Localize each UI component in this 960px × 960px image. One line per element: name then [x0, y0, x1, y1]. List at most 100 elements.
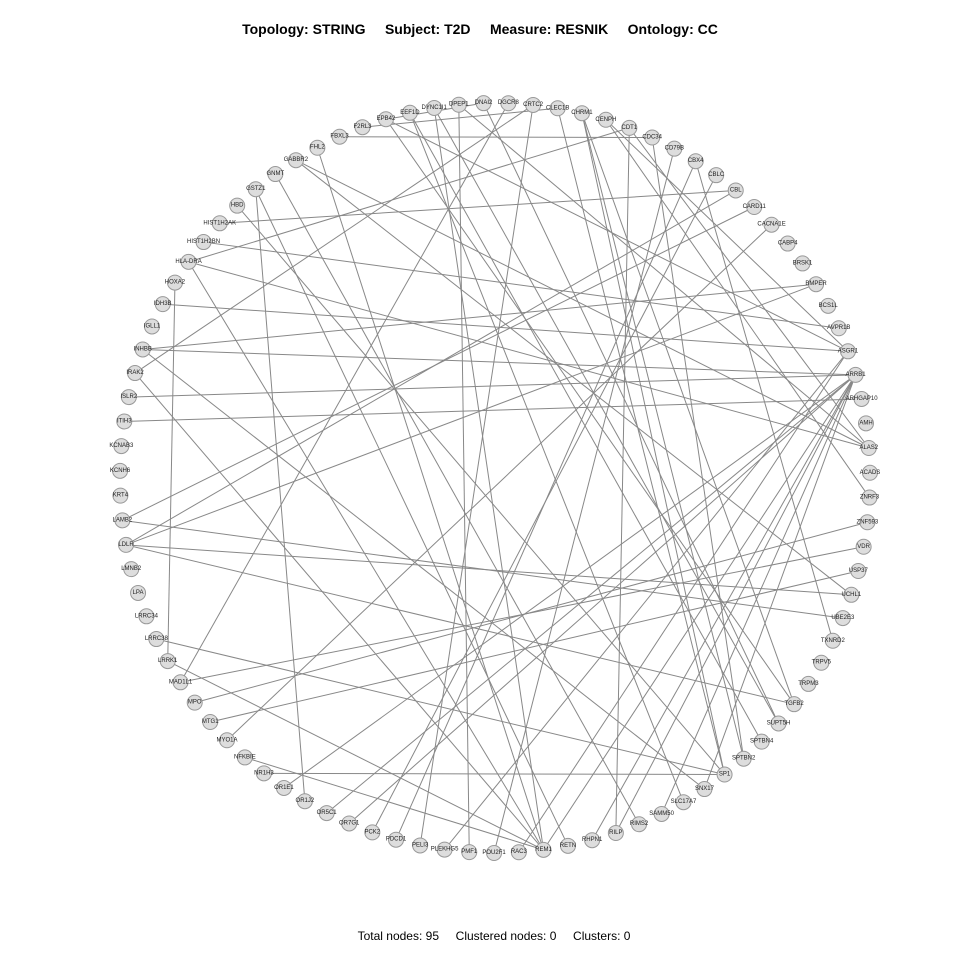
node-dync1i1[interactable]: DYNC1I1 [422, 99, 448, 116]
node-tgfb2[interactable]: TGFB2 [784, 696, 804, 713]
node-avpr1b[interactable]: AVPR1B [827, 320, 850, 337]
node-epb42[interactable]: EPB42 [377, 111, 396, 128]
node-hoxa2[interactable]: HOXA2 [165, 274, 186, 291]
node-supt5h[interactable]: SUPT5H [767, 715, 791, 732]
node-circle [808, 276, 825, 293]
node-rilp[interactable]: RILP [607, 824, 624, 841]
node-lmnb2[interactable]: LMNB2 [121, 561, 142, 578]
node-islr2[interactable]: ISLR2 [120, 389, 138, 406]
node-or7g1[interactable]: OR7G1 [339, 815, 360, 832]
node-sptbn2[interactable]: SPTBN2 [732, 750, 756, 767]
node-cd79b[interactable]: CD79B [665, 140, 684, 157]
node-or5c1[interactable]: OR5C1 [317, 805, 338, 822]
node-or1j2[interactable]: OR1J2 [296, 793, 315, 810]
node-clec1b[interactable]: CLEC1B [546, 100, 569, 117]
node-nfkbie[interactable]: NFKBIE [234, 749, 256, 766]
node-itih3[interactable]: ITIH3 [116, 413, 133, 430]
node-trpm3[interactable]: TRPM3 [798, 675, 819, 692]
node-pmf1[interactable]: PMF1 [461, 844, 478, 861]
node-txnrd2[interactable]: TXNRD2 [821, 632, 846, 649]
node-inhbb[interactable]: INHBB [134, 341, 152, 358]
node-alas2[interactable]: ALAS2 [859, 439, 879, 456]
node-ube2e3[interactable]: UBE2E3 [831, 610, 855, 627]
node-cdc34[interactable]: CDC34 [642, 129, 663, 146]
node-bcs1l[interactable]: BCS1L [819, 297, 839, 314]
node-snx17[interactable]: SNX17 [695, 781, 715, 798]
node-pou2f1[interactable]: POU2F1 [482, 844, 506, 861]
node-mad1l1[interactable]: MAD1L1 [169, 674, 193, 691]
node-irak2[interactable]: IRAK2 [126, 365, 144, 382]
node-znrf3[interactable]: ZNRF3 [860, 489, 880, 506]
node-sptbn4[interactable]: SPTBN4 [750, 733, 774, 750]
node-ldlr[interactable]: LDLR [118, 536, 134, 553]
node-rac3[interactable]: RAC3 [511, 844, 528, 861]
node-lrrc34[interactable]: LRRC34 [135, 608, 159, 625]
node-nr1h3[interactable]: NR1H3 [254, 765, 274, 782]
node-cacna1e[interactable]: CACNA1E [757, 216, 786, 233]
node-pdcd1[interactable]: PDCD1 [386, 831, 407, 848]
node-hist1h2bn[interactable]: HIST1H2BN [187, 234, 220, 251]
node-label: GABBR2 [284, 157, 309, 163]
node-myo1a[interactable]: MYO1A [216, 732, 237, 749]
node-acads[interactable]: ACADS [860, 464, 881, 481]
node-gabbr2[interactable]: GABBR2 [284, 152, 309, 169]
node-kcnab3[interactable]: KCNAB3 [109, 438, 134, 455]
node-cbl[interactable]: CBL [727, 182, 744, 199]
node-dnai2[interactable]: DNAI2 [475, 95, 493, 112]
node-idh3b[interactable]: IDH3B [154, 296, 172, 313]
node-samm50[interactable]: SAMM50 [649, 805, 675, 822]
node-crtc2[interactable]: CRTC2 [523, 96, 544, 113]
node-retn[interactable]: RETN [560, 837, 576, 854]
node-lpa[interactable]: LPA [130, 584, 147, 601]
node-mpo[interactable]: MPO [186, 694, 203, 711]
node-uchl1[interactable]: UCHL1 [842, 586, 862, 603]
node-arhgap10[interactable]: ARHGAP10 [846, 390, 879, 407]
node-mtg1[interactable]: MTG1 [202, 713, 219, 730]
node-krt4[interactable]: KRT4 [112, 487, 129, 504]
node-znf593[interactable]: ZNF593 [857, 514, 879, 531]
node-cenph[interactable]: CENPH [595, 111, 616, 128]
node-plekhg5[interactable]: PLEKHG5 [431, 841, 459, 858]
node-fbxl3[interactable]: FBXL3 [330, 128, 349, 145]
node-chrm1[interactable]: CHRM1 [571, 105, 593, 122]
node-trpv5[interactable]: TRPV5 [812, 654, 832, 671]
node-pck2[interactable]: PCK2 [364, 824, 381, 841]
node-kcnh6[interactable]: KCNH6 [110, 462, 131, 479]
node-arrb1[interactable]: ARRB1 [846, 366, 867, 383]
node-circle [525, 96, 542, 113]
node-lamb2[interactable]: LAMB2 [113, 512, 133, 529]
edge-idh3b-asgr1 [162, 303, 848, 352]
node-fhl2[interactable]: FHL2 [309, 139, 326, 156]
node-rims2[interactable]: RIMS2 [630, 816, 649, 833]
node-asgr1[interactable]: ASGR1 [838, 343, 859, 360]
node-usp37[interactable]: USP37 [849, 562, 869, 579]
node-hbd[interactable]: HBD [229, 197, 246, 214]
node-peli3[interactable]: PELI3 [412, 837, 429, 854]
node-vdr[interactable]: VDR [855, 538, 872, 555]
node-gstz1[interactable]: GSTZ1 [246, 181, 266, 198]
node-hla-dra[interactable]: HLA-DRA [175, 253, 202, 270]
node-cabp4[interactable]: CABP4 [778, 235, 798, 252]
node-rem1[interactable]: REM1 [535, 841, 553, 858]
node-amh[interactable]: AMH [857, 415, 874, 432]
node-eef1d[interactable]: EEF1D [400, 104, 420, 121]
node-igll1[interactable]: IGLL1 [144, 318, 161, 335]
node-rhpn1[interactable]: RHPN1 [582, 832, 603, 849]
node-f2rl3[interactable]: F2RL3 [353, 119, 372, 136]
node-bmper[interactable]: BMPER [805, 276, 827, 293]
node-lrrk1[interactable]: LRRK1 [158, 653, 178, 670]
node-slc17a7[interactable]: SLC17A7 [671, 794, 697, 811]
node-hist1h2ak[interactable]: HIST1H2AK [203, 215, 236, 232]
node-cdt1[interactable]: CDT1 [621, 119, 638, 136]
node-gnmt[interactable]: GNMT [267, 166, 285, 183]
node-circle [535, 841, 552, 858]
node-card11[interactable]: CARD11 [743, 199, 767, 216]
node-cbx4[interactable]: CBX4 [687, 153, 704, 170]
node-or1e1[interactable]: OR1E1 [274, 779, 294, 796]
node-dpep1[interactable]: DPEP1 [449, 96, 469, 113]
node-cblc[interactable]: CBLC [708, 167, 725, 184]
node-sp1[interactable]: SP1 [716, 766, 733, 783]
node-brsk1[interactable]: BRSK1 [793, 255, 813, 272]
node-lrrc38[interactable]: LRRC38 [145, 631, 169, 648]
node-dgcr8[interactable]: DGCR8 [498, 95, 520, 112]
